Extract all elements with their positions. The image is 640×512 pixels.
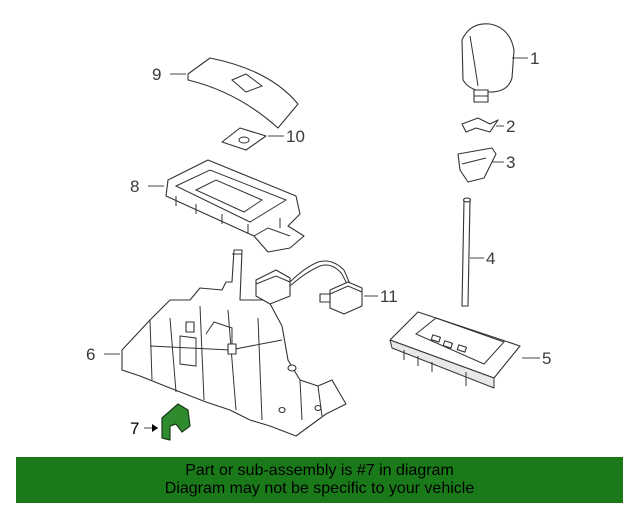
callout-4: 4 (486, 249, 495, 268)
part-6-shifter-base[interactable] (121, 249, 347, 437)
part-11-switch-harness[interactable] (255, 260, 363, 315)
part-8-bezel[interactable] (165, 159, 305, 253)
callout-9: 9 (152, 65, 161, 84)
callout-1: 1 (530, 49, 539, 68)
part-5-indicator-plate[interactable] (389, 311, 521, 389)
part-3-boot[interactable] (457, 147, 497, 183)
part-9-top-cover[interactable] (187, 57, 299, 129)
part-4-shift-rod[interactable] (461, 197, 472, 307)
part-10-pad[interactable] (221, 127, 267, 151)
callout-6: 6 (86, 345, 95, 364)
callout-8: 8 (130, 177, 139, 196)
callout-10: 10 (286, 127, 305, 146)
callout-2: 2 (506, 117, 515, 136)
leader-7-arrow (152, 424, 158, 432)
callout-5: 5 (542, 349, 551, 368)
banner-line-2: Diagram may not be specific to your vehi… (164, 480, 475, 497)
callout-7: 7 (130, 419, 139, 438)
callout-3: 3 (506, 153, 515, 172)
banner-line-1: Part or sub-assembly is #7 in diagram (185, 462, 454, 479)
parts-diagram: 1 2 3 4 5 (86, 23, 551, 441)
callout-11: 11 (380, 287, 398, 306)
info-banner: Part or sub-assembly is #7 in diagram Di… (16, 457, 623, 503)
part-7-bracket-highlighted[interactable] (161, 403, 191, 441)
part-2-clip[interactable] (461, 117, 499, 133)
part-1-shift-knob[interactable] (461, 23, 515, 103)
